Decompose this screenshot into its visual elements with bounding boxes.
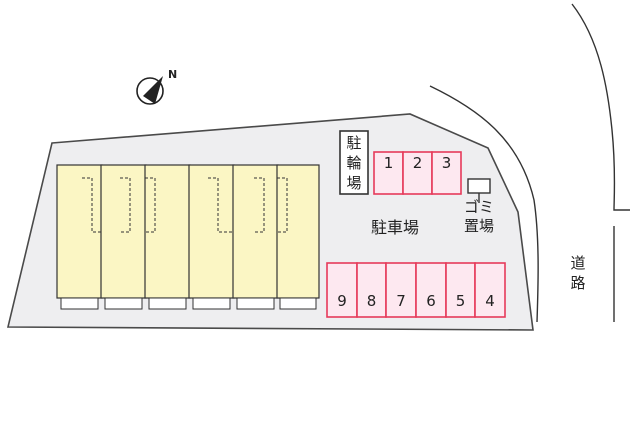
garbage-area: ゴミ 置場 xyxy=(464,178,494,235)
unit xyxy=(188,164,235,310)
road-edge-right xyxy=(571,3,630,211)
stair-outline xyxy=(82,177,288,233)
bicycle-parking-label-1: 駐 xyxy=(346,134,361,152)
garbage-area-label-1: ゴミ xyxy=(464,198,494,216)
road-label-1: 道 xyxy=(570,254,585,272)
bicycle-parking-label-2: 輪 xyxy=(346,154,361,172)
unit xyxy=(56,164,103,310)
parking-number: 1 xyxy=(384,154,394,172)
unit xyxy=(276,164,320,310)
parking-spaces-bottom: 9 8 7 6 5 4 xyxy=(326,262,506,318)
apartment-building xyxy=(56,164,320,310)
road-edge-left xyxy=(429,85,539,323)
parking-number: 2 xyxy=(413,154,423,172)
unit xyxy=(100,164,147,310)
unit xyxy=(144,164,191,310)
north-label: N xyxy=(168,68,177,81)
north-arrow: N xyxy=(136,68,177,105)
parking-number: 8 xyxy=(367,292,377,310)
parking-number: 4 xyxy=(485,292,495,310)
parking-number: 5 xyxy=(456,292,466,310)
bicycle-parking-label-3: 場 xyxy=(346,174,361,192)
parking-lot-label: 駐車場 xyxy=(371,218,419,237)
road-label-2: 路 xyxy=(570,274,585,292)
parking-number: 6 xyxy=(426,292,436,310)
bicycle-parking: 駐 輪 場 xyxy=(339,130,369,195)
parking-spaces-top: 1 2 3 xyxy=(373,151,462,195)
garbage-area-label-2: 置場 xyxy=(464,217,494,235)
parking-number: 7 xyxy=(396,292,406,310)
parking-number: 9 xyxy=(337,292,347,310)
parking-number: 3 xyxy=(442,154,452,172)
unit xyxy=(232,164,279,310)
